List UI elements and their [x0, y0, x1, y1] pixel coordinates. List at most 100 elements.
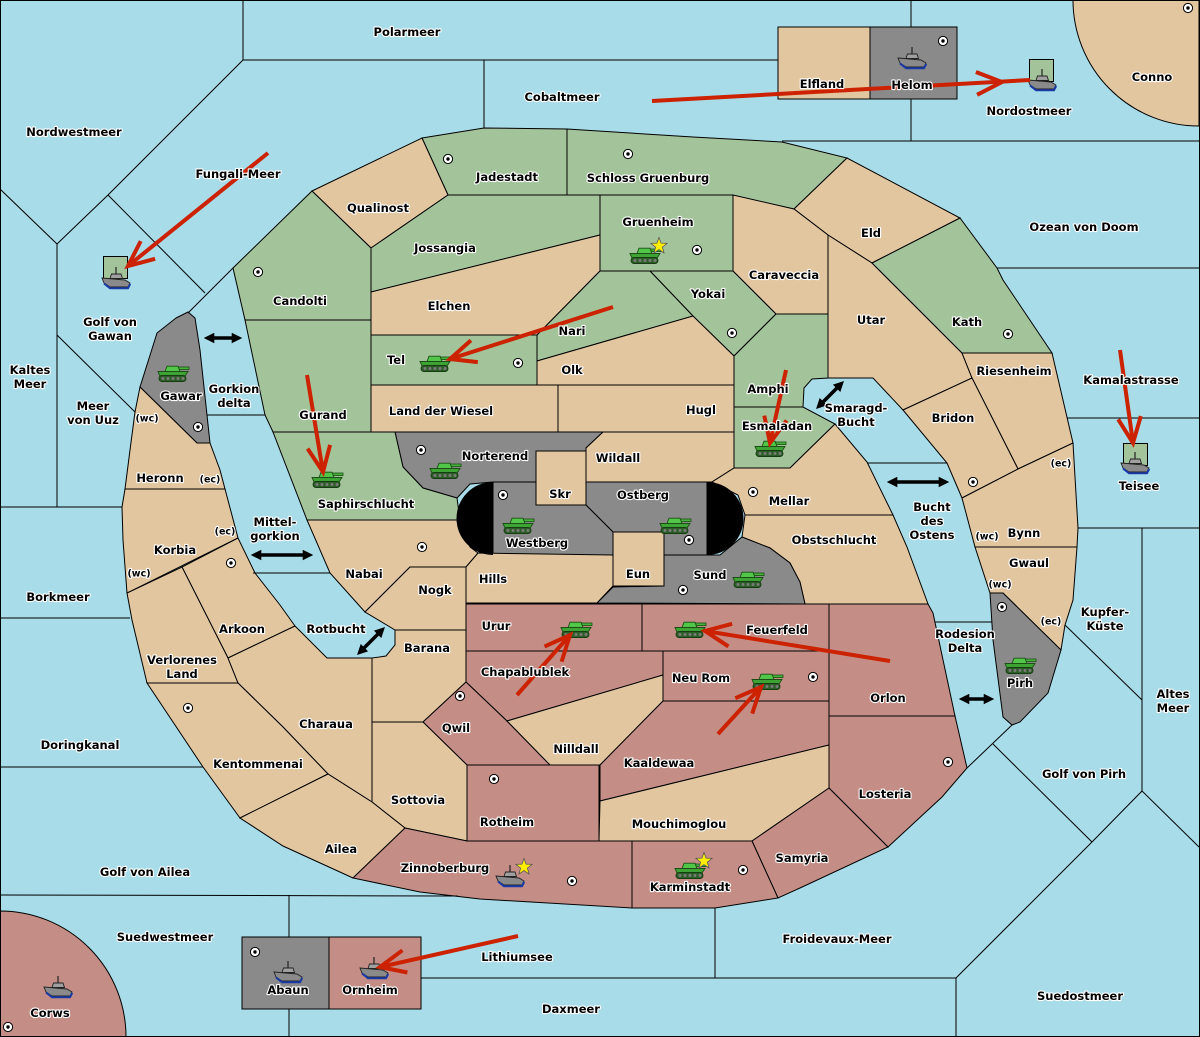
- territory-nogk[interactable]: [364, 566, 467, 631]
- label-line: Gawan: [88, 329, 132, 343]
- territory-label-neu-rom: Neu Rom: [672, 671, 730, 685]
- territory-label-eld: Eld: [861, 226, 881, 240]
- territory-label-schloss-gruenburg: Schloss Gruenburg: [587, 171, 709, 185]
- label-line: Nordostmeer: [987, 104, 1072, 118]
- territory-orlon[interactable]: [828, 603, 956, 717]
- label-line: Arkoon: [219, 622, 265, 636]
- territory-label-pirh: Pirh: [1007, 676, 1033, 690]
- order-arrow-shaft: [379, 934, 519, 969]
- double-arrow-icon: [357, 627, 385, 655]
- label-line: Rotheim: [480, 815, 534, 829]
- territory-label-tel: Tel: [387, 353, 405, 367]
- label-line: Qualinost: [347, 201, 410, 215]
- supply-center-icon: [737, 864, 749, 876]
- label-line: Küste: [1086, 619, 1123, 633]
- label-line: Westberg: [506, 536, 568, 550]
- territory-label-kath: Kath: [952, 315, 982, 329]
- label-line: Gwaul: [1009, 556, 1049, 570]
- label-line: Bynn: [1008, 526, 1041, 540]
- sea-label-rotbucht: Rotbucht: [306, 622, 366, 636]
- label-line: von Uuz: [67, 413, 119, 427]
- territory-label-nabai: Nabai: [345, 567, 382, 581]
- label-line: Ostens: [910, 528, 955, 542]
- territory-label-gawar: Gawar: [160, 389, 202, 403]
- label-line: Samyria: [776, 851, 829, 865]
- territory-rotheim[interactable]: [466, 764, 600, 842]
- label-line: Losteria: [859, 787, 912, 801]
- territory-candolti[interactable]: [232, 190, 372, 321]
- label-line: Hugl: [686, 403, 716, 417]
- coast-label: (wc): [127, 569, 150, 580]
- territory-label-samyria: Samyria: [776, 851, 829, 865]
- territory-gruenheim[interactable]: [599, 194, 734, 272]
- sea-label-polarmeer: Polarmeer: [374, 25, 441, 39]
- territory-conno[interactable]: [1072, 0, 1200, 127]
- label-line: Kaaldewaa: [624, 756, 695, 770]
- territory-label-gwaul: Gwaul: [1009, 556, 1049, 570]
- sea-label-golf-von-ailea: Golf von Ailea: [100, 865, 190, 879]
- label-line: des: [921, 514, 944, 528]
- territory-zinnoberburg[interactable]: [351, 827, 633, 909]
- sea-label-kupfer-kueste: Kupfer-Küste: [1081, 605, 1130, 633]
- sea-label-mittel-gorkion: Mittel-gorkion: [250, 515, 299, 543]
- order-arrow-head: [305, 444, 333, 477]
- supply-center-icon: [454, 690, 466, 702]
- label-line: Nogk: [418, 583, 452, 597]
- label-line: Korbia: [154, 543, 196, 557]
- territory-label-kaaldewaa: Kaaldewaa: [624, 756, 695, 770]
- territory-label-kentommenai: Kentommenai: [213, 757, 303, 771]
- territory-label-barana: Barana: [404, 641, 450, 655]
- label-line: Mellar: [769, 494, 810, 508]
- label-line: Cobaltmeer: [524, 90, 599, 104]
- label-line: Jadestadt: [475, 170, 538, 184]
- label-line: Kupfer-: [1081, 605, 1130, 619]
- supply-center-dot: [811, 675, 815, 679]
- territory-label-conno: Conno: [1132, 70, 1173, 84]
- label-line: Polarmeer: [374, 25, 441, 39]
- supply-center-icon: [967, 476, 979, 488]
- order-arrow-shaft: [704, 629, 891, 663]
- supply-center-dot: [971, 480, 975, 484]
- territory-label-heronn: Heronn: [136, 471, 183, 485]
- label-line: Utar: [857, 313, 886, 327]
- order-arrow-shaft: [716, 685, 763, 736]
- sea-label-nordostmeer: Nordostmeer: [987, 104, 1072, 118]
- label-line: Schloss Gruenburg: [587, 171, 709, 185]
- supply-center-icon: [677, 584, 689, 596]
- impassable-cap: [456, 482, 493, 555]
- supply-center-icon: [192, 421, 204, 433]
- territory-corws[interactable]: [0, 910, 127, 1037]
- supply-center-icon: [225, 557, 237, 569]
- sea-label-golf-von-pirh: Golf von Pirh: [1042, 767, 1126, 781]
- label-line: Esmaladan: [742, 419, 812, 433]
- territory-label-karminstadt: Karminstadt: [650, 880, 731, 894]
- label-line: Doringkanal: [41, 738, 120, 752]
- label-line: Mittel-: [254, 515, 297, 529]
- territory-label-elfland: Elfland: [800, 77, 845, 91]
- star-icon: [649, 236, 669, 254]
- territory-label-caraveccia: Caraveccia: [749, 268, 819, 282]
- supply-center-icon: [249, 946, 261, 958]
- territory-label-korbia: Korbia: [154, 543, 196, 557]
- label-line: Chapablublek: [481, 665, 570, 679]
- sea-border-line: [966, 724, 1013, 769]
- order-arrow-head: [543, 631, 574, 663]
- coast-label: (wc): [988, 580, 1011, 591]
- territory-karminstadt[interactable]: [631, 840, 779, 909]
- supply-center-icon: [1002, 328, 1014, 340]
- label-line: Altes: [1157, 687, 1190, 701]
- territory-label-orlon: Orlon: [870, 691, 905, 705]
- order-arrow-head: [762, 415, 789, 448]
- label-line: Kaltes: [10, 363, 51, 377]
- label-line: Barana: [404, 641, 450, 655]
- sea-label-teisee: Teisee: [1119, 479, 1160, 493]
- label-line: Suedostmeer: [1037, 989, 1123, 1003]
- label-line: Land: [166, 667, 198, 681]
- supply-center-dot: [186, 706, 190, 710]
- territory-label-ailea: Ailea: [325, 842, 357, 856]
- label-line: Sottovia: [391, 793, 445, 807]
